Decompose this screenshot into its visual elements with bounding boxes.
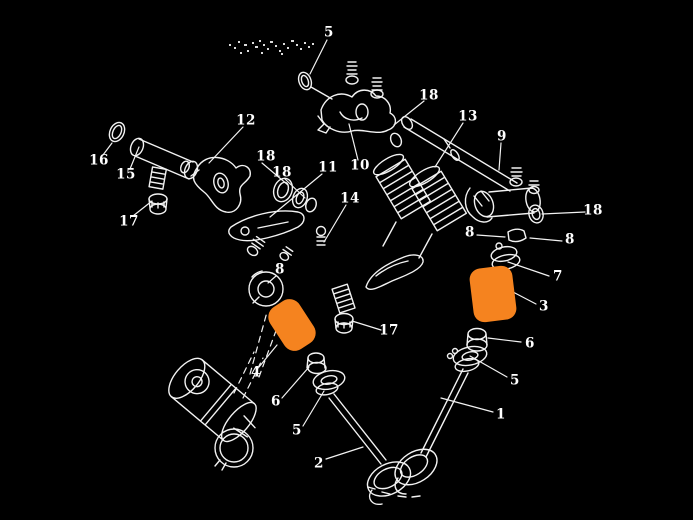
part-callout-18: 18 xyxy=(583,202,603,219)
rocker-arm-lower xyxy=(228,210,327,307)
part-callout-3: 3 xyxy=(539,298,549,315)
part-callout-8: 8 xyxy=(275,261,285,278)
o-ring-right xyxy=(528,204,544,224)
leader-lines-dashed xyxy=(233,311,278,399)
part-callout-6: 6 xyxy=(271,393,281,410)
part-callout-15: 15 xyxy=(116,166,136,183)
part-callout-2: 2 xyxy=(314,455,324,472)
part-callout-17: 17 xyxy=(119,213,139,230)
part-callout-5: 5 xyxy=(292,422,302,439)
highlight-valve-lifter-left xyxy=(268,299,316,351)
part-callout-10: 10 xyxy=(350,157,370,174)
valve-left-parts xyxy=(306,352,421,505)
part-callout-12: 12 xyxy=(236,112,256,129)
part-callout-14: 14 xyxy=(340,190,360,207)
rocker-boss-right xyxy=(464,167,544,243)
cam-bracket-assembly xyxy=(297,61,403,148)
o-ring-top xyxy=(297,71,313,91)
part-callout-18: 18 xyxy=(272,164,292,181)
valve-springs xyxy=(372,153,468,259)
faded-text-speckles xyxy=(229,40,314,55)
rocker-arm-center xyxy=(365,254,424,290)
leader-lines xyxy=(102,39,586,460)
part-callout-9: 9 xyxy=(497,128,507,145)
highlight-valve-lifter-right xyxy=(469,265,517,323)
adjuster-screw-center xyxy=(331,283,356,334)
part-callout-4: 4 xyxy=(251,364,261,381)
part-callout-8: 8 xyxy=(465,224,475,241)
retainer-ring xyxy=(248,271,284,307)
rocker-shaft-long xyxy=(400,115,518,192)
valve-right-parts xyxy=(394,327,488,495)
part-callout-17: 17 xyxy=(379,322,399,339)
part-callout-18: 18 xyxy=(419,87,439,104)
part-callout-6: 6 xyxy=(525,335,535,352)
highlighted-parts-layer xyxy=(268,265,517,351)
part-callout-8: 8 xyxy=(565,231,575,248)
part-callout-5: 5 xyxy=(510,372,520,389)
part-callout-1: 1 xyxy=(496,406,506,423)
part-callout-13: 13 xyxy=(458,108,478,125)
part-callout-5: 5 xyxy=(324,24,334,41)
part-callout-7: 7 xyxy=(553,268,563,285)
valve-cotter-right xyxy=(507,228,527,243)
part-callout-16: 16 xyxy=(89,152,109,169)
part-callout-18: 18 xyxy=(256,148,276,165)
tappet-cylinder-bottom-left xyxy=(168,357,257,471)
o-ring-left xyxy=(108,121,126,143)
part-callout-11: 11 xyxy=(318,159,338,176)
rocker-arm-left xyxy=(190,156,317,213)
